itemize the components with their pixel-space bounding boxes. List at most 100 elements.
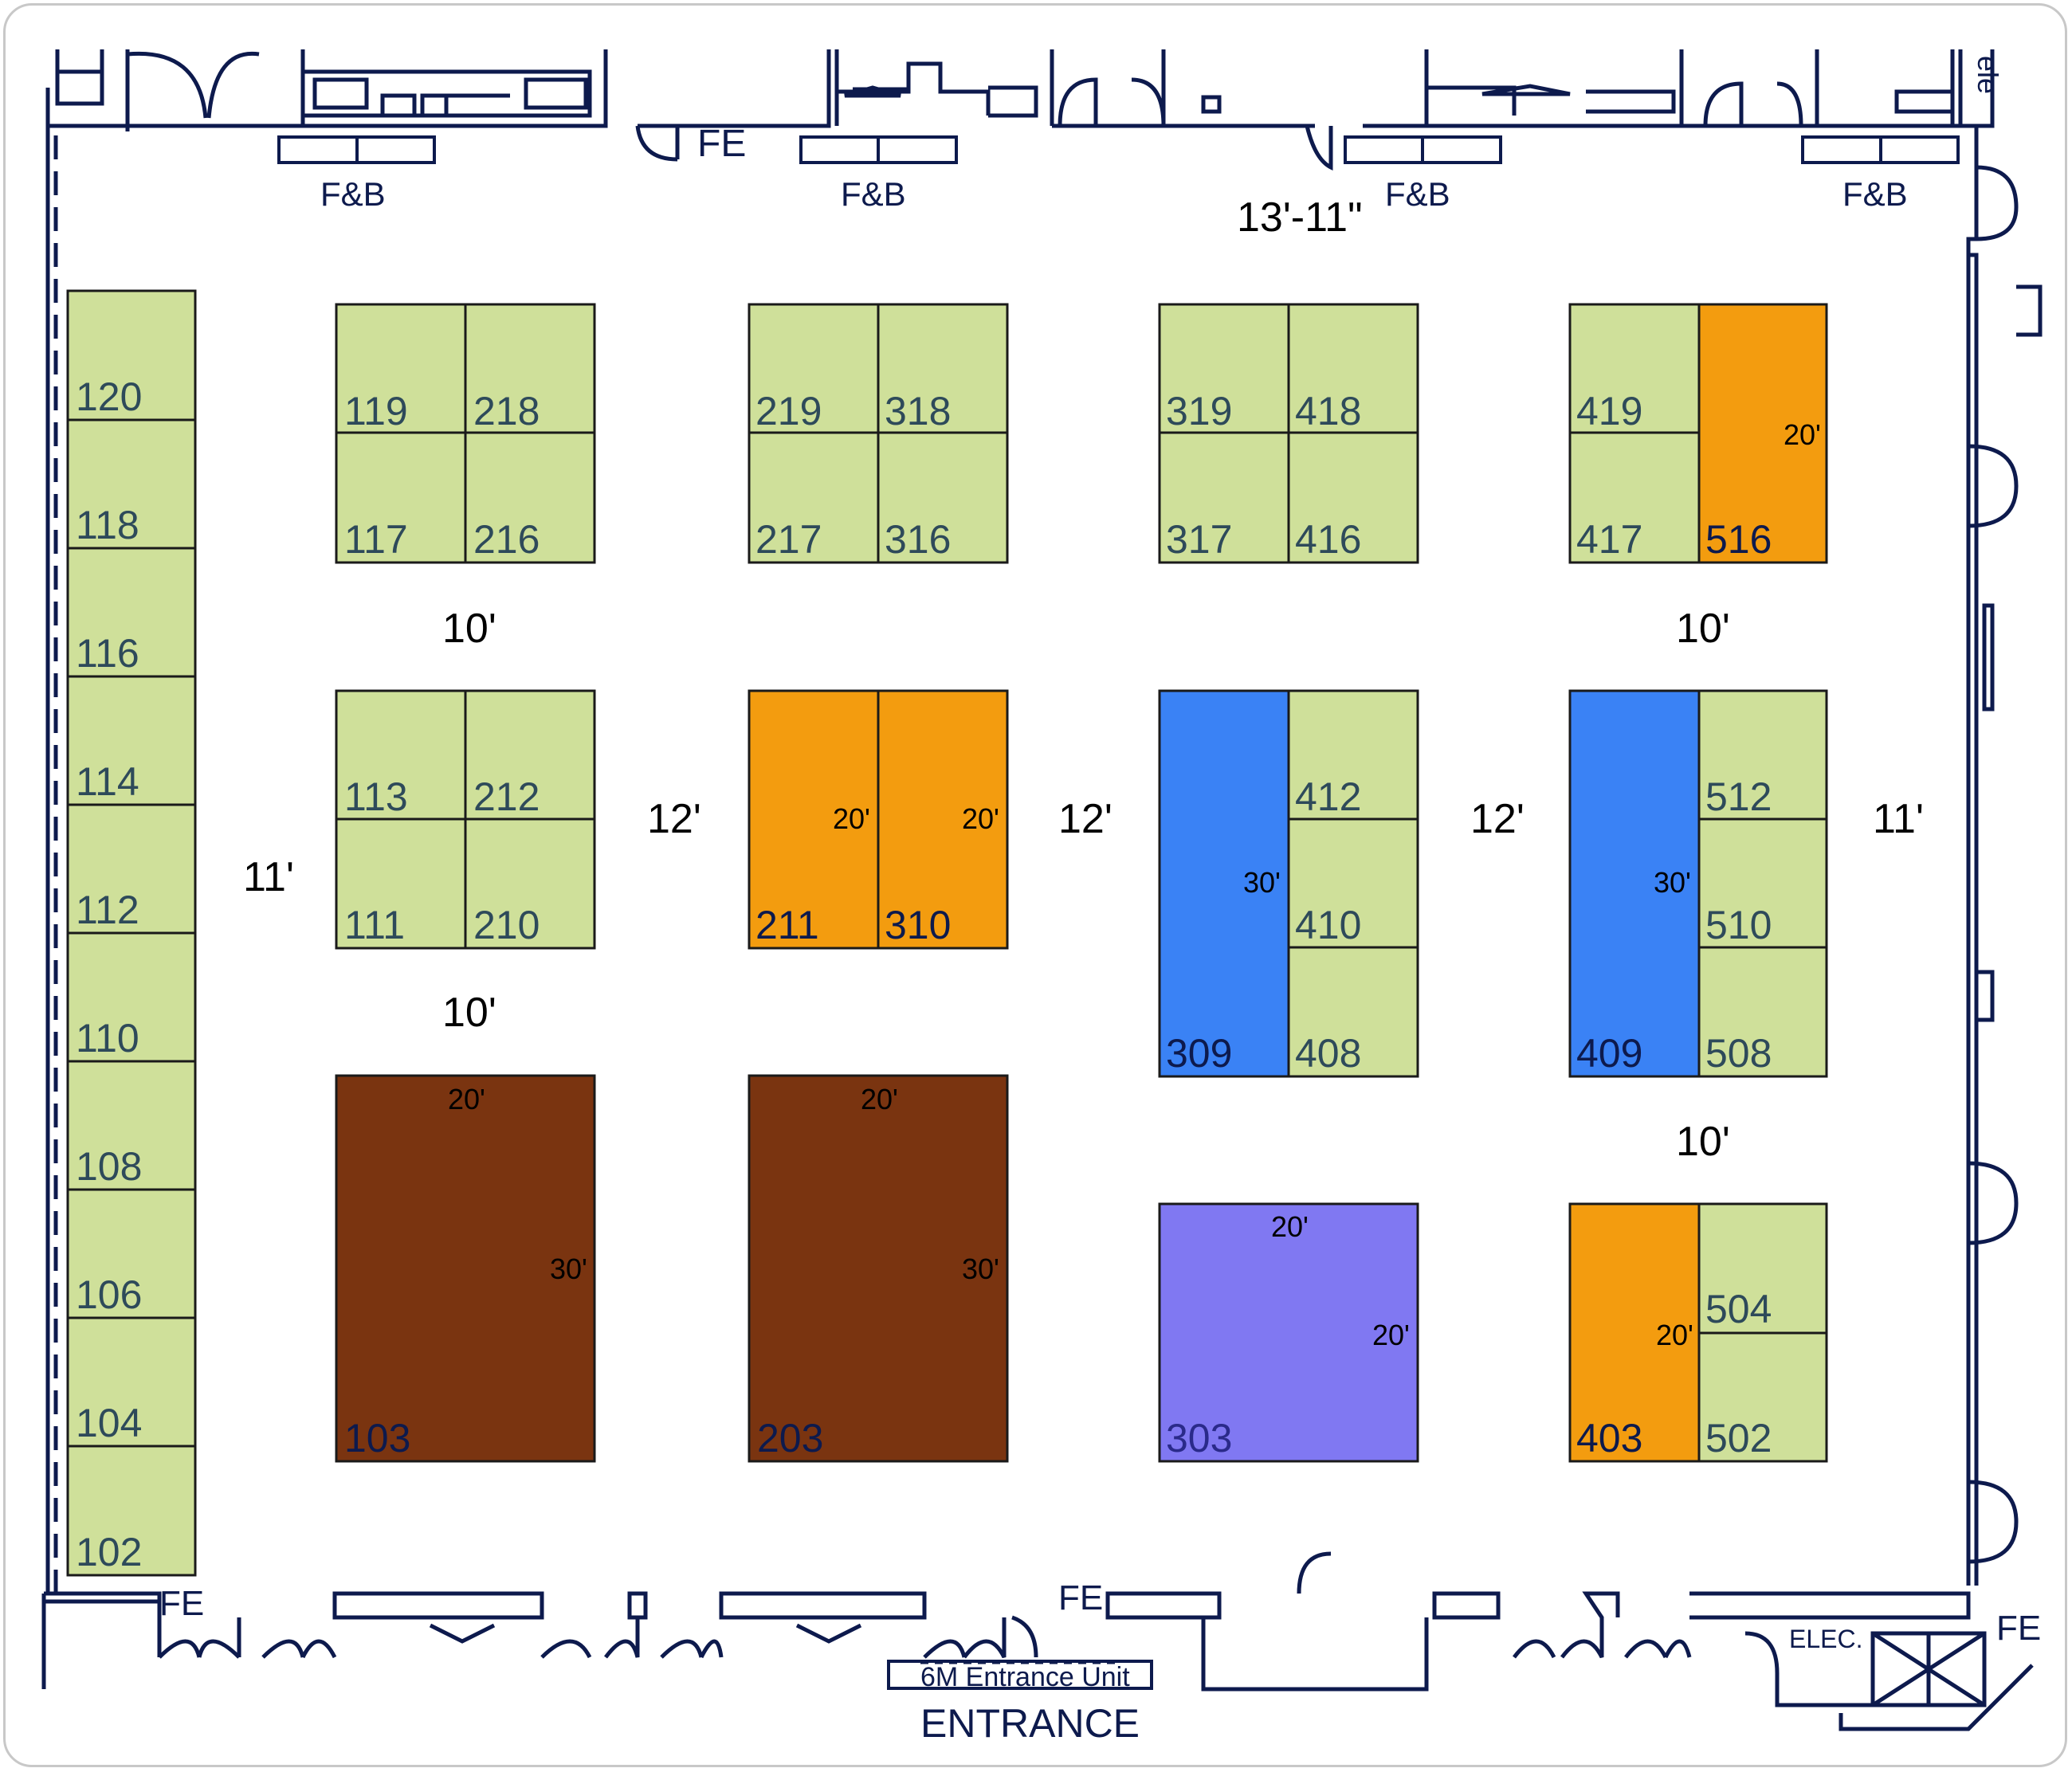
top-right-partial-label: ele: [1972, 56, 2004, 94]
booth-310[interactable]: [877, 689, 1009, 950]
booth-216[interactable]: [464, 431, 596, 564]
walls: [41, 49, 2043, 1731]
aisle-row3-right: 10': [1676, 1119, 1730, 1165]
booth-211[interactable]: [748, 689, 880, 950]
fe-label-bottom-right: FE: [1996, 1609, 2041, 1648]
booth-108[interactable]: [66, 1060, 197, 1191]
fb-label-3: F&B: [1385, 175, 1450, 213]
dim-103-width: 20': [448, 1083, 485, 1115]
booth-num-103: 103: [344, 1416, 410, 1460]
fb-label-2: F&B: [841, 175, 906, 213]
booth-103[interactable]: [335, 1074, 596, 1463]
entrance-label: ENTRANCE: [920, 1701, 1140, 1746]
booth-num-119: 119: [344, 389, 408, 433]
booth-112[interactable]: [66, 803, 197, 935]
booth-num-316: 316: [885, 517, 951, 562]
booth-416[interactable]: [1287, 431, 1419, 564]
dim-409: 30': [1654, 866, 1691, 899]
booth-119[interactable]: [335, 303, 467, 434]
dim-203-height: 30': [962, 1253, 999, 1285]
aisle-col-gap-3: 12': [1470, 796, 1525, 842]
dim-303-width: 20': [1271, 1210, 1309, 1243]
booth-num-303: 303: [1166, 1416, 1232, 1460]
booth-num-419: 419: [1576, 389, 1642, 433]
aisle-right: 11': [1873, 796, 1924, 842]
booth-104[interactable]: [66, 1316, 197, 1448]
entrance-unit-label: 6M Entrance Unit: [920, 1662, 1130, 1692]
booth-217[interactable]: [748, 431, 880, 564]
booth-212[interactable]: [464, 689, 596, 821]
fb-label-1: F&B: [320, 175, 386, 213]
booth-116[interactable]: [66, 547, 197, 678]
booth-508[interactable]: [1697, 946, 1828, 1078]
booth-218[interactable]: [464, 303, 596, 434]
booth-412[interactable]: [1287, 689, 1419, 821]
dim-403: 20': [1656, 1319, 1693, 1351]
booth-num-409: 409: [1576, 1031, 1642, 1076]
aisle-labels: 11' 10' 10' 12' 12' 12' 11' 10' 10': [243, 606, 1924, 1165]
booth-408[interactable]: [1287, 946, 1419, 1078]
booth-110[interactable]: [66, 931, 197, 1063]
booth-318[interactable]: [877, 303, 1009, 434]
booth-num-318: 318: [885, 389, 951, 433]
booth-316[interactable]: [877, 431, 1009, 564]
dim-516: 20': [1784, 418, 1821, 451]
aisle-col-gap-2: 12': [1058, 796, 1113, 842]
booth-118[interactable]: [66, 418, 197, 550]
fe-label-bottom-mid: FE: [1058, 1578, 1103, 1617]
aisle-row2-left: 10': [442, 990, 496, 1036]
booth-417[interactable]: [1568, 431, 1701, 564]
booth-num-212: 212: [473, 774, 540, 819]
booth-num-211: 211: [755, 903, 819, 947]
booth-num-408: 408: [1295, 1031, 1361, 1076]
booth-502[interactable]: [1697, 1331, 1828, 1463]
booth-num-502: 502: [1705, 1416, 1772, 1460]
aisle-row1-right: 10': [1676, 606, 1730, 652]
booth-num-117: 117: [344, 517, 408, 562]
booth-303[interactable]: [1158, 1202, 1419, 1463]
booth-num-218: 218: [473, 389, 540, 433]
booth-113[interactable]: [335, 689, 467, 821]
booth-203[interactable]: [748, 1074, 1009, 1463]
elec-label: ELEC.: [1789, 1625, 1862, 1653]
dim-303-height: 20': [1372, 1319, 1410, 1351]
booth-num-113: 113: [344, 774, 408, 819]
booth-num-510: 510: [1705, 903, 1772, 947]
dim-309: 30': [1243, 866, 1281, 899]
booth-num-319: 319: [1166, 389, 1232, 433]
room-labels: F&B F&B F&B F&B FE FE FE FE 13'-11" ELEC…: [159, 56, 2041, 1746]
booth-num-417: 417: [1576, 517, 1642, 562]
booth-117[interactable]: [335, 431, 467, 564]
booth-num-416: 416: [1295, 517, 1361, 562]
fb-counters: [277, 135, 1960, 164]
aisle-left: 11': [243, 854, 294, 900]
booth-512[interactable]: [1697, 689, 1828, 821]
booth-504[interactable]: [1697, 1202, 1828, 1335]
aisle-row1-left: 10': [442, 606, 496, 652]
booth-numbers: 120 118 116 114 112 110 108 106 104 102 …: [76, 374, 1772, 1574]
booth-410[interactable]: [1287, 817, 1419, 949]
booth-num-310: 310: [885, 903, 951, 947]
booth-num-110: 110: [76, 1016, 139, 1060]
fe-label-top: FE: [697, 123, 746, 165]
booth-num-504: 504: [1705, 1287, 1772, 1331]
aisle-col-gap-1: 12': [647, 796, 701, 842]
booth-num-116: 116: [76, 631, 139, 676]
booth-num-111: 111: [344, 903, 405, 947]
booth-num-217: 217: [755, 517, 822, 562]
booth-num-120: 120: [76, 374, 142, 419]
booth-num-512: 512: [1705, 774, 1772, 819]
booth-403[interactable]: [1568, 1202, 1701, 1463]
booth-210[interactable]: [464, 817, 596, 950]
booth-309[interactable]: [1158, 689, 1290, 1078]
booth-409[interactable]: [1568, 689, 1701, 1078]
booth-219[interactable]: [748, 303, 880, 434]
booth-516[interactable]: [1697, 303, 1828, 564]
dim-310: 20': [962, 802, 999, 835]
booth-418[interactable]: [1287, 303, 1419, 434]
booth-102[interactable]: [66, 1445, 197, 1577]
fe-label-bottom-left: FE: [159, 1584, 204, 1623]
booth-num-210: 210: [473, 903, 540, 947]
booth-num-104: 104: [76, 1401, 142, 1445]
booth-106[interactable]: [66, 1188, 197, 1319]
